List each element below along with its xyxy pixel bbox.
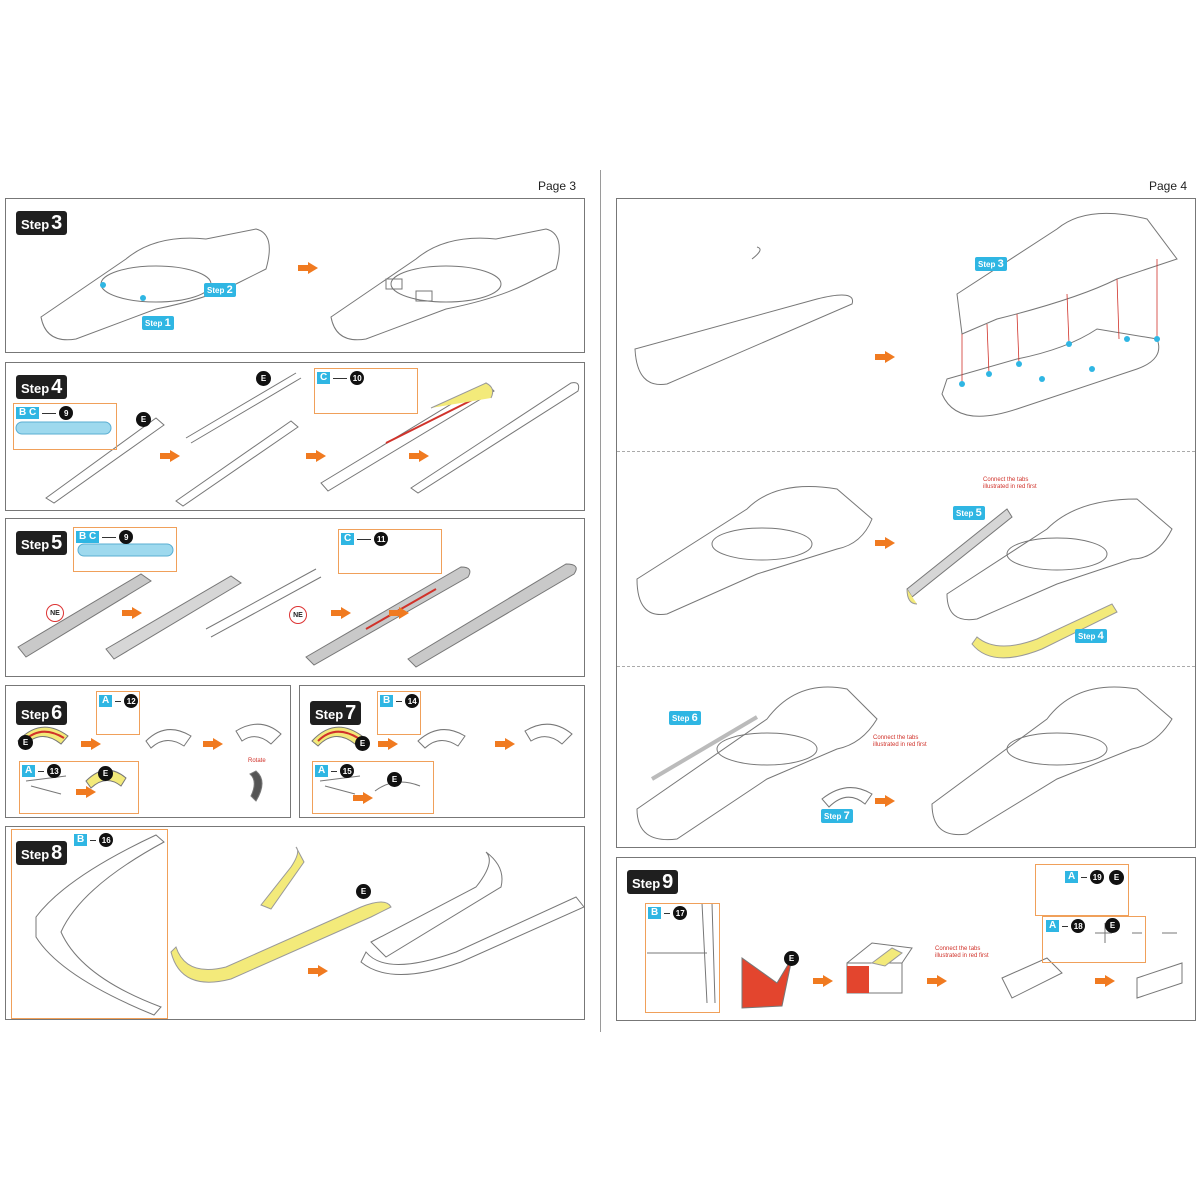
arrow-icon (1095, 975, 1115, 987)
rotate-note: Rotate (248, 758, 266, 764)
marker-ne: NE (46, 604, 64, 622)
marker-e: E (784, 951, 799, 966)
arrow-icon (389, 607, 409, 619)
marker-e: E (355, 736, 370, 751)
arrow-icon (203, 738, 223, 750)
connect-tabs-note: Connect the tabs illustrated in red firs… (873, 735, 927, 748)
part-11-callout (338, 529, 442, 574)
arrow-icon (875, 795, 895, 807)
step-8-illustration (35, 834, 584, 1016)
step-7-tag: Step 7 (821, 809, 853, 823)
marker-e: E (18, 735, 33, 750)
arrow-icon (875, 351, 895, 363)
arrow-icon (353, 792, 373, 804)
marker-e: E (256, 371, 271, 386)
section-divider (617, 666, 1195, 667)
arrow-icon (331, 607, 351, 619)
page-number-right: Page 4 (1149, 179, 1188, 193)
step-3-illustration (40, 228, 560, 341)
step-6-tag: Step 6 (669, 711, 701, 725)
marker-e: E (98, 766, 113, 781)
arrow-icon (813, 975, 833, 987)
marker-ne: NE (289, 606, 307, 624)
arrow-icon (927, 975, 947, 987)
section-divider (617, 451, 1195, 452)
part-10-callout (314, 368, 418, 414)
arrow-icon (160, 450, 180, 462)
part-9-callout (13, 403, 117, 450)
marker-e: E (1105, 918, 1120, 933)
step-5-tag: Step 5 (953, 506, 985, 520)
arrow-icon (409, 450, 429, 462)
marker-e: E (1109, 870, 1124, 885)
part-16-callout (11, 829, 168, 1019)
step-1-tag: Step 1 (142, 316, 174, 330)
marker-e: E (136, 412, 151, 427)
step-3-tag: Step 3 (975, 257, 1007, 271)
marker-e: E (356, 884, 371, 899)
arrow-icon (378, 738, 398, 750)
step-4-tag: Step 4 (1075, 629, 1107, 643)
part-18-callout (1042, 916, 1146, 963)
marker-e: E (387, 772, 402, 787)
arrow-icon (298, 262, 318, 274)
arrow-icon (308, 965, 328, 977)
connect-tabs-note: Connect the tabs illustrated in red firs… (983, 477, 1037, 490)
page-number-left: Page 3 (538, 179, 577, 193)
part-15-callout (312, 761, 434, 814)
page-4-assembly-panel: Step 3 Connect the tabs illustrated in r… (616, 198, 1196, 848)
part-9-callout (73, 527, 177, 572)
step-9-illustration (647, 902, 1183, 1009)
step-7-illustration (311, 723, 573, 795)
arrow-icon (495, 738, 515, 750)
part-19-callout (1035, 864, 1129, 916)
connect-tabs-note: Connect the tabs illustrated in red firs… (935, 946, 989, 959)
arrow-icon (122, 607, 142, 619)
part-13-callout (19, 761, 139, 814)
assembly-illustration (634, 212, 1178, 841)
step-4-illustration (15, 372, 580, 507)
arrow-icon (76, 786, 96, 798)
arrow-icon (81, 738, 101, 750)
page-divider (600, 170, 601, 1032)
arrow-icon (306, 450, 326, 462)
step-2-tag: Step 2 (204, 283, 236, 297)
step-5-illustration (17, 543, 577, 668)
part-17-callout (645, 903, 720, 1013)
arrow-icon (875, 537, 895, 549)
